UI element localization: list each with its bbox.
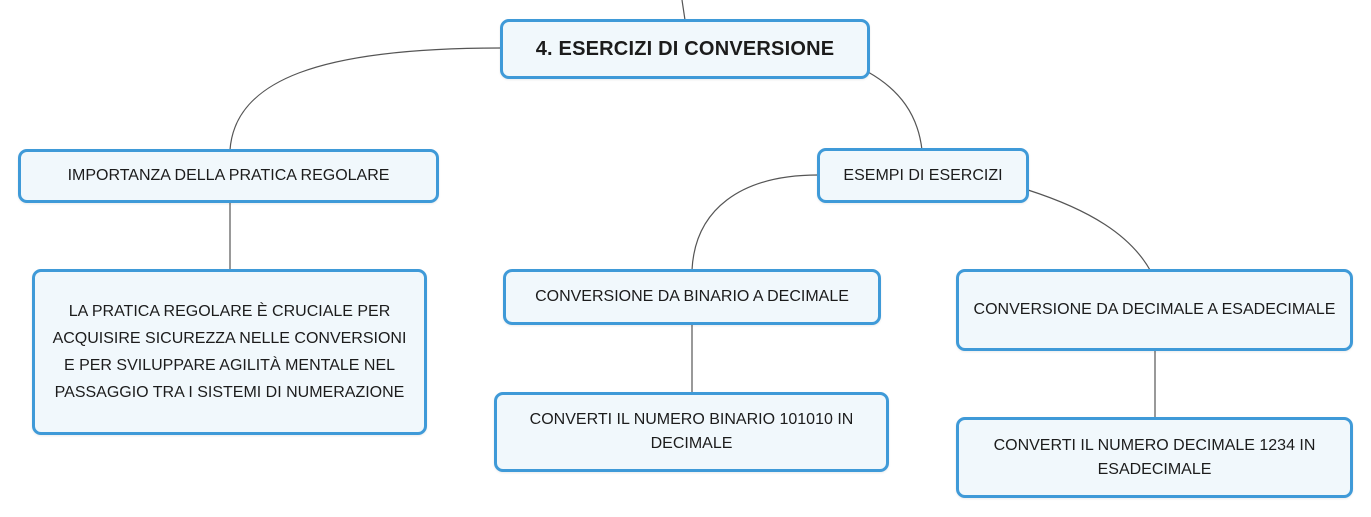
connector-esempi-to-decimale: [1027, 189, 1151, 271]
node-binario-label: CONVERSIONE DA BINARIO A DECIMALE: [535, 288, 849, 305]
node-esempi-label: ESEMPI DI ESERCIZI: [843, 166, 1003, 184]
node-binario-detail-text: CONVERTI IL NUMERO BINARIO 101010 IN DEC…: [529, 411, 854, 452]
root-node-esercizi-di-conversione[interactable]: 4. ESERCIZI DI CONVERSIONE: [500, 19, 870, 79]
root-node-label: 4. ESERCIZI DI CONVERSIONE: [535, 38, 835, 60]
node-decimale-detail-text: CONVERTI IL NUMERO DECIMALE 1234 IN ESAD…: [993, 436, 1316, 478]
connector-parent-to-root: [681, 0, 686, 21]
connector-root-to-importanza: [229, 47, 501, 151]
node-esempi-di-esercizi[interactable]: ESEMPI DI ESERCIZI: [817, 148, 1029, 203]
node-conversione-decimale-esadecimale[interactable]: CONVERSIONE DA DECIMALE A ESADECIMALE: [956, 269, 1353, 351]
node-decimale-label: CONVERSIONE DA DECIMALE A ESADECIMALE: [973, 301, 1336, 318]
node-importanza-label: IMPORTANZA DELLA PRATICA REGOLARE: [67, 167, 390, 184]
node-binario-esercizio-detail[interactable]: CONVERTI IL NUMERO BINARIO 101010 IN DEC…: [494, 392, 889, 472]
connector-root-to-esempi: [867, 71, 923, 151]
node-decimale-esercizio-detail[interactable]: CONVERTI IL NUMERO DECIMALE 1234 IN ESAD…: [956, 417, 1353, 498]
node-conversione-binario-decimale[interactable]: CONVERSIONE DA BINARIO A DECIMALE: [503, 269, 881, 325]
connector-esempi-to-binario: [691, 174, 819, 271]
node-pratica-regolare-detail[interactable]: LA PRATICA REGOLARE È CRUCIALE PER ACQUI…: [32, 269, 427, 435]
node-pratica-detail-text: LA PRATICA REGOLARE È CRUCIALE PER ACQUI…: [52, 303, 407, 401]
node-importanza-pratica-regolare[interactable]: IMPORTANZA DELLA PRATICA REGOLARE: [18, 149, 439, 203]
